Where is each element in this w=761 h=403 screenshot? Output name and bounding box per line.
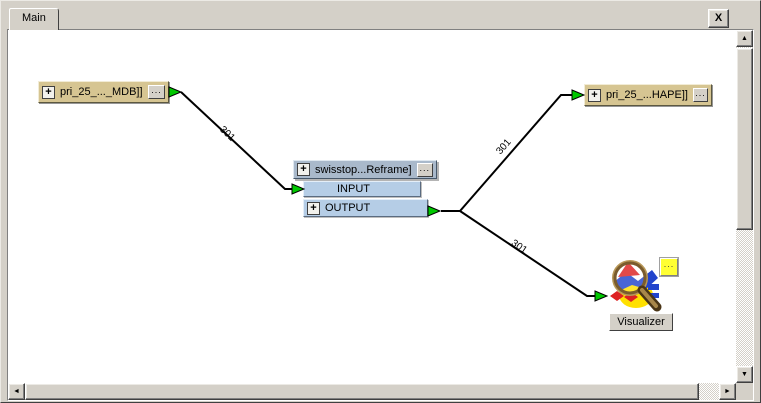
writer-node-label: pri_25_...HAPE]]: [606, 89, 688, 101]
horizontal-scrollbar[interactable]: ◄ ►: [8, 383, 736, 400]
visualizer-icon[interactable]: [605, 255, 663, 313]
output-port-arrow-icon[interactable]: [168, 86, 182, 98]
transformer-node-label: swisstop...Reframe]: [315, 163, 412, 176]
close-button[interactable]: X: [708, 9, 729, 28]
expand-icon[interactable]: +: [307, 201, 320, 215]
properties-button[interactable]: ...: [148, 85, 165, 99]
output-port-arrow-icon[interactable]: [427, 205, 441, 217]
expand-icon[interactable]: +: [42, 85, 55, 99]
transformer-input-port[interactable]: INPUT: [303, 181, 421, 197]
connection-output-writer[interactable]: [441, 94, 572, 212]
output-port-label: OUTPUT: [325, 202, 371, 214]
connection-output-visualizer[interactable]: [459, 210, 595, 297]
input-port-arrow-icon[interactable]: [571, 89, 585, 101]
connections-layer: [180, 91, 595, 297]
properties-button[interactable]: ...: [416, 162, 433, 177]
scroll-down-button[interactable]: ▼: [736, 366, 753, 383]
scrollbar-corner: [736, 383, 753, 400]
input-port-label: INPUT: [337, 183, 370, 195]
reader-node[interactable]: + pri_25_..._MDB]] ...: [38, 81, 169, 103]
canvas-frame: 301 301 301 + pri_25_..._MDB]] ... + pri…: [7, 29, 754, 401]
expand-icon[interactable]: +: [297, 163, 310, 176]
vertical-scrollbar-thumb[interactable]: [736, 48, 753, 230]
reader-node-label: pri_25_..._MDB]]: [60, 86, 143, 98]
vertical-scrollbar[interactable]: ▲ ▼: [736, 30, 753, 383]
input-port-arrow-icon[interactable]: [291, 183, 305, 195]
canvas-workspace[interactable]: 301 301 301 + pri_25_..._MDB]] ... + pri…: [8, 30, 736, 383]
transformer-output-port[interactable]: + OUTPUT: [303, 199, 428, 217]
expand-icon[interactable]: +: [588, 88, 601, 102]
input-port-arrow-icon[interactable]: [594, 290, 608, 302]
scroll-right-button[interactable]: ►: [719, 383, 736, 400]
connection-reader-input[interactable]: [180, 91, 292, 190]
properties-button[interactable]: ...: [692, 88, 708, 102]
tab-main[interactable]: Main: [9, 8, 59, 30]
writer-node[interactable]: + pri_25_...HAPE]] ...: [584, 84, 712, 106]
scroll-left-button[interactable]: ◄: [8, 383, 25, 400]
annotation-button[interactable]: ...: [660, 258, 678, 276]
transformer-node[interactable]: + swisstop...Reframe] ...: [293, 160, 437, 179]
visualizer-label[interactable]: Visualizer: [609, 313, 673, 331]
scroll-up-button[interactable]: ▲: [736, 30, 753, 47]
horizontal-scrollbar-thumb[interactable]: [25, 383, 699, 400]
